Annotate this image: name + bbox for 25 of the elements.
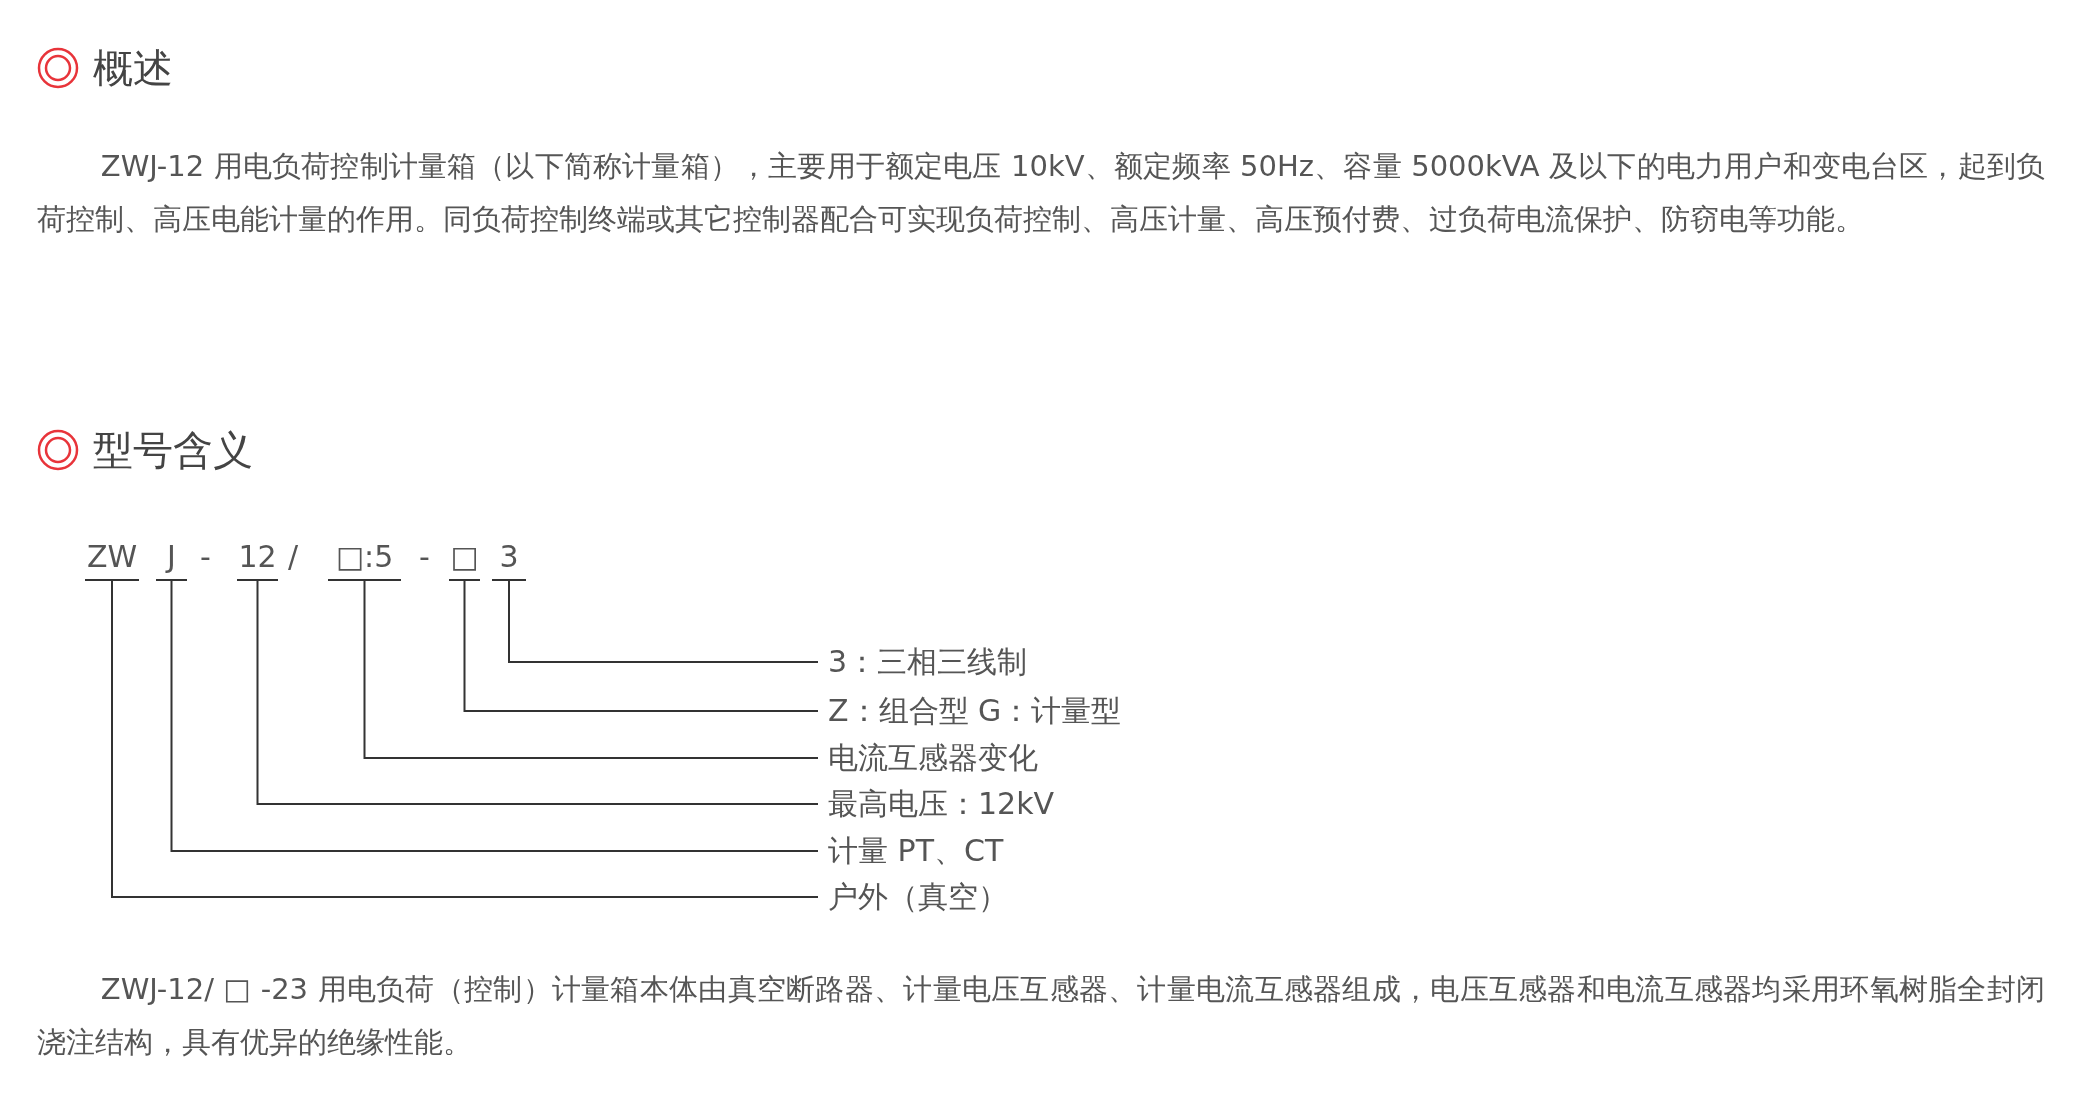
section-heading: 概述 <box>93 44 173 93</box>
meaning-text: 3：三相三线制 <box>828 642 1028 682</box>
leader-line <box>363 580 819 759</box>
model-code-segment: ZW <box>85 535 139 581</box>
leader-line <box>170 580 819 852</box>
paragraph: ZWJ-12 用电负荷控制计量箱（以下简称计量箱），主要用于额定电压 10kV、额定频率 50Hz、容量 5000kVA 及以下的电力用户和变电台区，起到负荷控制、高压电能计量的作用。同负荷控制终端或其它控制器配合可实现负荷控制、高压计量、高压预付费、过负荷电流保护、防窃电等功能。 <box>37 148 2045 238</box>
model-code-segment: □:5 <box>328 535 401 581</box>
model-code-segment: 3 <box>492 535 526 581</box>
leader-line <box>463 580 819 712</box>
meaning-text: 最高电压：12kV <box>828 784 1055 824</box>
leader-line <box>508 580 819 663</box>
model-code-segment: 12 <box>237 535 278 581</box>
separator-text: / <box>288 538 299 576</box>
model-code-segment: J <box>156 535 187 581</box>
leader-line <box>256 580 819 805</box>
paragraph: ZWJ-12/ □ -23 用电负荷（控制）计量箱本体由真空断路器、计量电压互感器、计量电流互感器组成，电压互感器和电流互感器均采用环氧树脂全封闭浇注结构，具有优异的绝缘性能。 <box>37 971 2045 1061</box>
separator-text: - <box>200 538 211 576</box>
meaning-text: 户外（真空） <box>828 877 1008 917</box>
separator-text: - <box>419 538 430 576</box>
model-code-segment: □ <box>449 535 480 581</box>
meaning-text: 计量 PT、CT <box>828 831 1004 871</box>
meaning-text: 电流互感器变化 <box>828 738 1038 778</box>
meaning-text: Z：组合型 G：计量型 <box>828 691 1122 731</box>
section-heading: 型号含义 <box>93 426 253 475</box>
leader-line <box>111 580 819 898</box>
